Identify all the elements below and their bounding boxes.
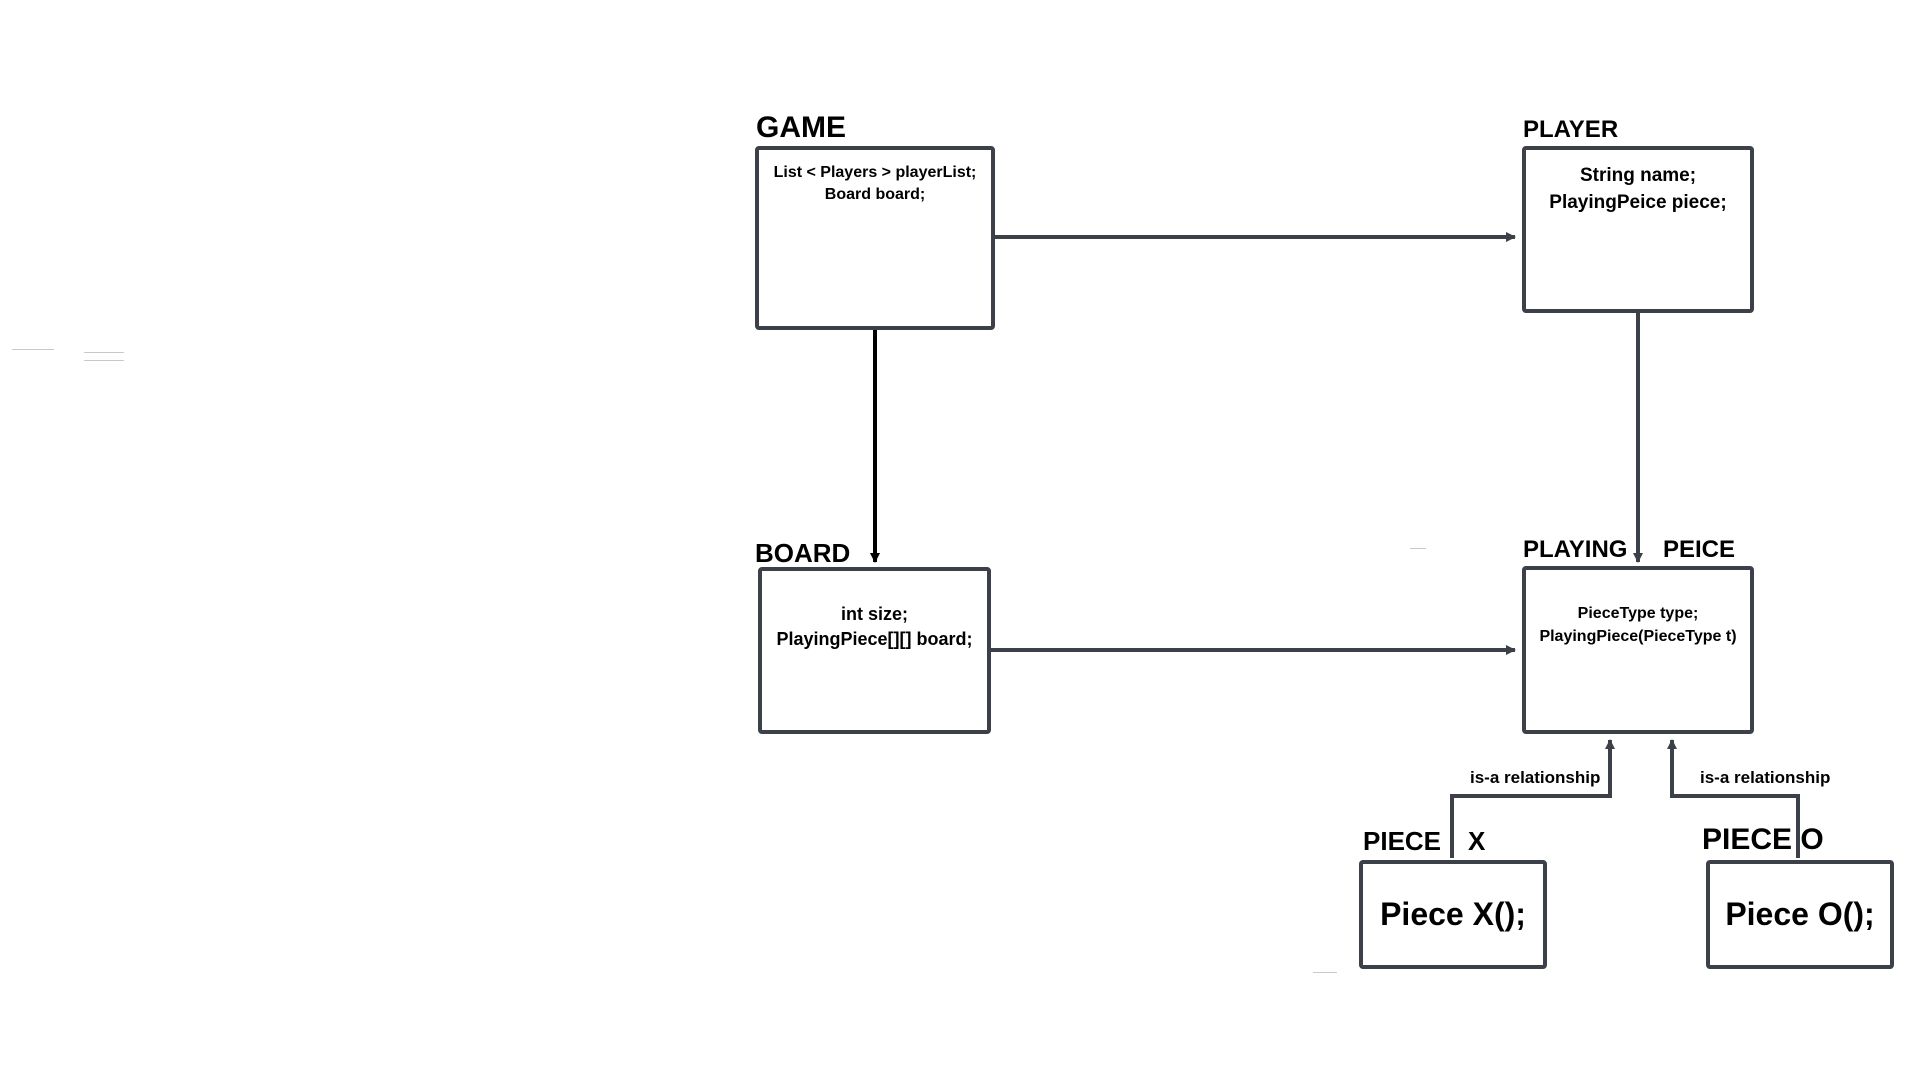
game-box: List < Players > playerList; Board board… (755, 146, 995, 330)
piece-o-title: PIECE O (1702, 823, 1824, 856)
arrow-piece-x-is-a (1450, 739, 1615, 858)
stray-mark (1410, 548, 1426, 549)
playing-piece-title-left: PLAYING (1523, 536, 1628, 563)
stray-mark (12, 349, 54, 350)
playing-piece-fields: PieceType type; PlayingPiece(PieceType t… (1539, 605, 1737, 645)
playing-piece-title-right: PEICE (1663, 536, 1736, 563)
board-box: int size; PlayingPiece[][] board; (758, 567, 991, 734)
player-box: String name; PlayingPeice piece; (1522, 146, 1754, 313)
board-title: BOARD (755, 538, 851, 568)
piece-o-relationship-label: is-a relationship (1700, 768, 1831, 787)
playing-piece-box: PieceType type; PlayingPiece(PieceType t… (1522, 566, 1754, 734)
piece-x-box: Piece X(); (1359, 860, 1547, 969)
game-title: GAME (756, 111, 846, 144)
player-title: PLAYER (1523, 116, 1619, 143)
piece-x-constructor: Piece X(); (1380, 896, 1526, 932)
piece-x-relationship-label: is-a relationship (1470, 768, 1601, 787)
arrow-piece-o-is-a (1667, 739, 1800, 858)
stray-mark (1313, 972, 1337, 973)
stray-mark (84, 360, 124, 361)
piece-x-title-left: PIECE (1363, 826, 1442, 856)
piece-o-constructor: Piece O(); (1725, 896, 1875, 932)
stray-mark (84, 352, 124, 353)
piece-o-box: Piece O(); (1706, 860, 1894, 969)
game-fields: List < Players > playerList; Board board… (773, 164, 977, 203)
board-fields: int size; PlayingPiece[][] board; (776, 604, 973, 649)
piece-x-title-right: X (1468, 826, 1486, 856)
player-fields: String name; PlayingPeice piece; (1549, 165, 1727, 213)
